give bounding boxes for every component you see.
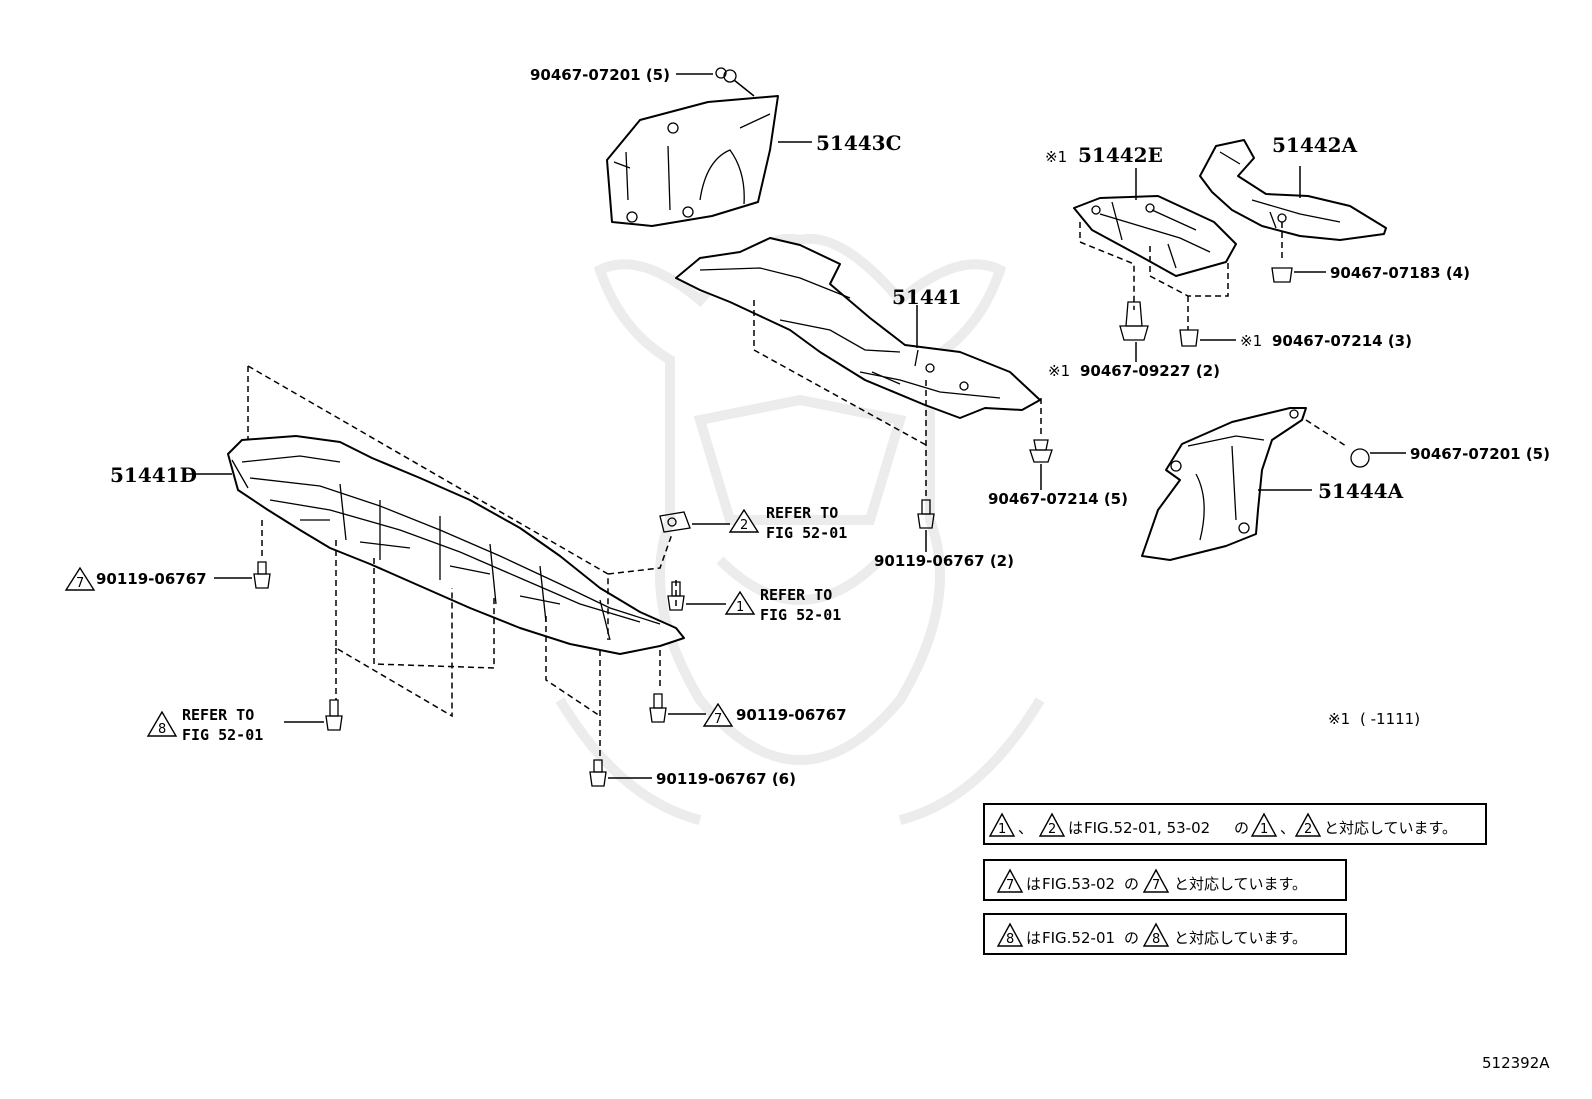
note-mark-90467-09227: ※1 [1048,362,1070,380]
part-51441d [227,435,685,655]
note-mark-date: ※1 [1328,710,1350,728]
refer-to-2: REFER TO [766,504,838,522]
legend3-ha: は [1026,929,1041,947]
legend-box-3: 8 は FIG.52-01 の 8 と対応しています。 [983,913,1347,955]
legend1-tri2: 2 [1048,822,1056,837]
fastener-90119-06767-2: 90119-06767 (2) [874,499,1014,570]
part-51442a [1199,139,1387,241]
label-90119-06767-6: 90119-06767 (6) [656,770,796,788]
fastener-90119-06767-left: 7 90119-06767 [64,561,271,591]
legend2-tri7b: 7 [1152,878,1160,893]
label-51444a: 51444A [1318,479,1404,503]
fastener-90467-07183: 90467-07183 (4) [1271,264,1470,283]
note-mark-90467-07214: ※1 [1240,332,1262,350]
part-51443c [606,95,779,227]
triangle-mark-1 [724,590,756,615]
fastener-clip-ref2: 2 REFER TO FIG 52-01 [659,504,847,542]
label-51442a: 51442A [1272,133,1358,157]
label-90467-07201-right: 90467-07201 (5) [1410,445,1550,463]
label-51442e: 51442E [1078,143,1163,167]
legend2-fig: FIG.53-02 [1042,875,1115,893]
fastener-90119-06767-ref8: 8 REFER TO FIG 52-01 [146,699,343,744]
triangle-mark-7-mid [702,702,734,727]
legend3-tri8b: 8 [1152,932,1160,947]
part-51441 [675,237,1041,419]
label-51441d: 51441D [110,463,197,487]
refer-to-8: REFER TO [182,706,254,724]
legend-box-2: 7 は FIG.53-02 の 7 と対応しています。 [983,859,1347,901]
legend1-tri1b: 1 [1260,822,1268,837]
diagram-id: 512392A [1482,1054,1550,1072]
legend1-ha: は [1068,819,1083,837]
triangle-number-8: 8 [158,722,166,737]
label-90467-07214-5: 90467-07214 (5) [988,490,1128,508]
triangle-number-7-mid: 7 [714,712,722,727]
triangle-number-1: 1 [736,600,744,615]
label-90467-09227: 90467-09227 (2) [1080,362,1220,380]
fastener-90119-06767-6: 90119-06767 (6) [589,759,796,788]
label-90467-07214-3: 90467-07214 (3) [1272,332,1412,350]
fastener-90467-07214-3: ※1 90467-07214 (3) [1179,329,1412,350]
refer-fig-8: FIG 52-01 [182,726,263,744]
legend1-comma1: 、 [1018,819,1033,837]
legend1-comma2: 、 [1280,819,1295,837]
legend1-tri1: 1 [998,822,1006,837]
legend3-tail: と対応しています。 [1174,929,1307,947]
date-range-note: ( -1111) [1360,710,1420,728]
legend2-tail: と対応しています。 [1174,875,1307,893]
label-90119-06767-left: 90119-06767 [96,570,207,588]
refer-fig-1: FIG 52-01 [760,606,841,624]
label-51443c: 51443C [816,131,902,155]
label-90467-07201-top: 90467-07201 (5) [530,66,670,84]
fastener-90467-07201-right: 90467-07201 (5) [1350,445,1550,468]
triangle-number-2: 2 [740,518,748,533]
legend3-fig: FIG.52-01 [1042,929,1115,947]
fastener-90467-07214-5: 90467-07214 (5) [988,439,1128,508]
legend1-tail: と対応しています。 [1324,819,1457,837]
triangle-number-7-left: 7 [76,576,84,591]
fastener-screw-ref1: 1 REFER TO FIG 52-01 [667,581,841,624]
legend1-no: の [1234,819,1249,837]
refer-fig-2: FIG 52-01 [766,524,847,542]
legend2-ha: は [1026,875,1041,893]
legend3-tri8: 8 [1006,932,1014,947]
triangle-mark-2 [728,508,760,533]
fastener-90467-09227: ※1 90467-09227 (2) [1048,301,1220,380]
legend2-tri7: 7 [1006,878,1014,893]
legend1-fig: FIG.52-01, 53-02 [1084,819,1210,837]
label-51441: 51441 [892,285,962,309]
label-90119-06767-mid: 90119-06767 [736,706,847,724]
triangle-mark-8 [146,710,178,737]
legend3-no: の [1124,929,1139,947]
fastener-90119-06767-mid: 7 90119-06767 [649,693,847,727]
part-51442e [1073,195,1237,277]
refer-to-1: REFER TO [760,586,832,604]
part-51444a [1141,407,1307,561]
legend1-tri2b: 2 [1304,822,1312,837]
legend2-no: の [1124,875,1139,893]
label-90467-07183: 90467-07183 (4) [1330,264,1470,282]
legend-box-1: 1 、 2 は FIG.52-01, 53-02 の 1 、 2 と対応していま… [983,803,1487,845]
note-mark-51442e: ※1 [1045,148,1067,166]
fastener-90467-07201-top: 90467-07201 (5) [530,66,755,97]
triangle-mark-7-left [64,566,96,591]
label-90119-06767-2: 90119-06767 (2) [874,552,1014,570]
